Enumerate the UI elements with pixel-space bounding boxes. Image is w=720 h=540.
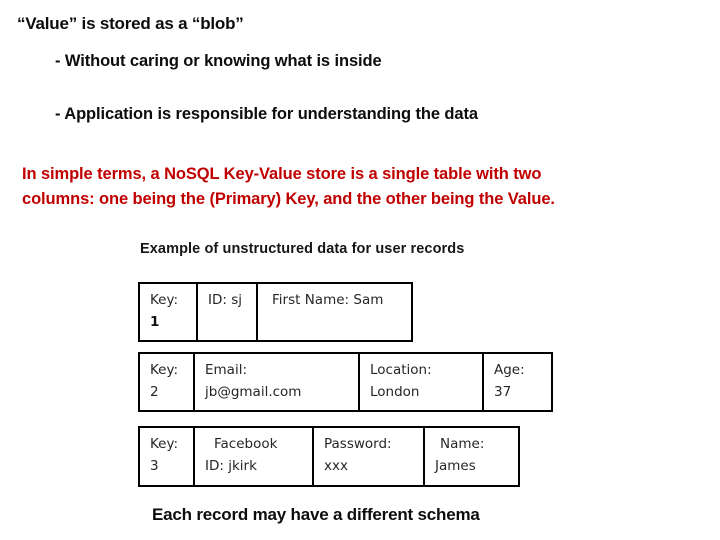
record-cell-line: Email:: [205, 362, 248, 378]
record-cell-line: Key:: [150, 362, 179, 378]
record-cell: Key: 1: [140, 284, 198, 340]
record-cell-line: 3: [150, 458, 159, 474]
bullet-application-responsible: - Application is responsible for underst…: [55, 105, 478, 123]
record-cell: Password: xxx: [314, 428, 425, 485]
record-cell-line: Location:: [370, 362, 432, 378]
record-cell: Key: 2: [140, 354, 195, 410]
record-cell: Name: James: [425, 428, 518, 485]
record-cell-line: James: [435, 458, 476, 474]
record-cell-line: London: [370, 384, 420, 400]
record-cell-line: 37: [494, 384, 512, 400]
bullet-without-caring: - Without caring or knowing what is insi…: [55, 52, 382, 70]
record-cell-line: 1: [150, 314, 160, 330]
record-cell-line: ID: jkirk: [205, 458, 257, 474]
record-cell: ID: sj: [198, 284, 258, 340]
record-cell-line: 2: [150, 384, 159, 400]
footer-schema-note: Each record may have a different schema: [152, 505, 480, 524]
record-row-2: Key: 2 Email: jb@gmail.com Location: London Ag…: [138, 352, 553, 412]
record-cell-line: ID: sj: [208, 292, 243, 308]
record-cell: Age: 37: [484, 354, 551, 410]
record-cell: First Name: Sam: [258, 284, 411, 340]
record-cell: Location: London: [360, 354, 484, 410]
record-cell-line: First Name: Sam: [272, 292, 384, 308]
record-cell-line: Key:: [150, 292, 179, 308]
record-cell-line: xxx: [324, 458, 348, 474]
slide-title: “Value” is stored as a “blob”: [17, 14, 244, 33]
paragraph-line-1: In simple terms, a NoSQL Key-Value store…: [22, 165, 542, 183]
nosql-definition-paragraph: In simple terms, a NoSQL Key-Value store…: [22, 162, 555, 212]
record-cell-line: Password:: [324, 436, 392, 452]
record-cell-line: Facebook: [214, 436, 278, 452]
record-cell-line: Key:: [150, 436, 179, 452]
record-cell-line: jb@gmail.com: [205, 384, 302, 400]
record-cell-line: Age:: [494, 362, 525, 378]
paragraph-line-2: columns: one being the (Primary) Key, an…: [22, 190, 555, 208]
record-row-1: Key: 1 ID: sj First Name: Sam: [138, 282, 413, 342]
record-cell-line: Name:: [440, 436, 485, 452]
diagram-title: Example of unstructured data for user re…: [140, 241, 465, 257]
record-cell: Email: jb@gmail.com: [195, 354, 360, 410]
record-cell: Key: 3: [140, 428, 195, 485]
